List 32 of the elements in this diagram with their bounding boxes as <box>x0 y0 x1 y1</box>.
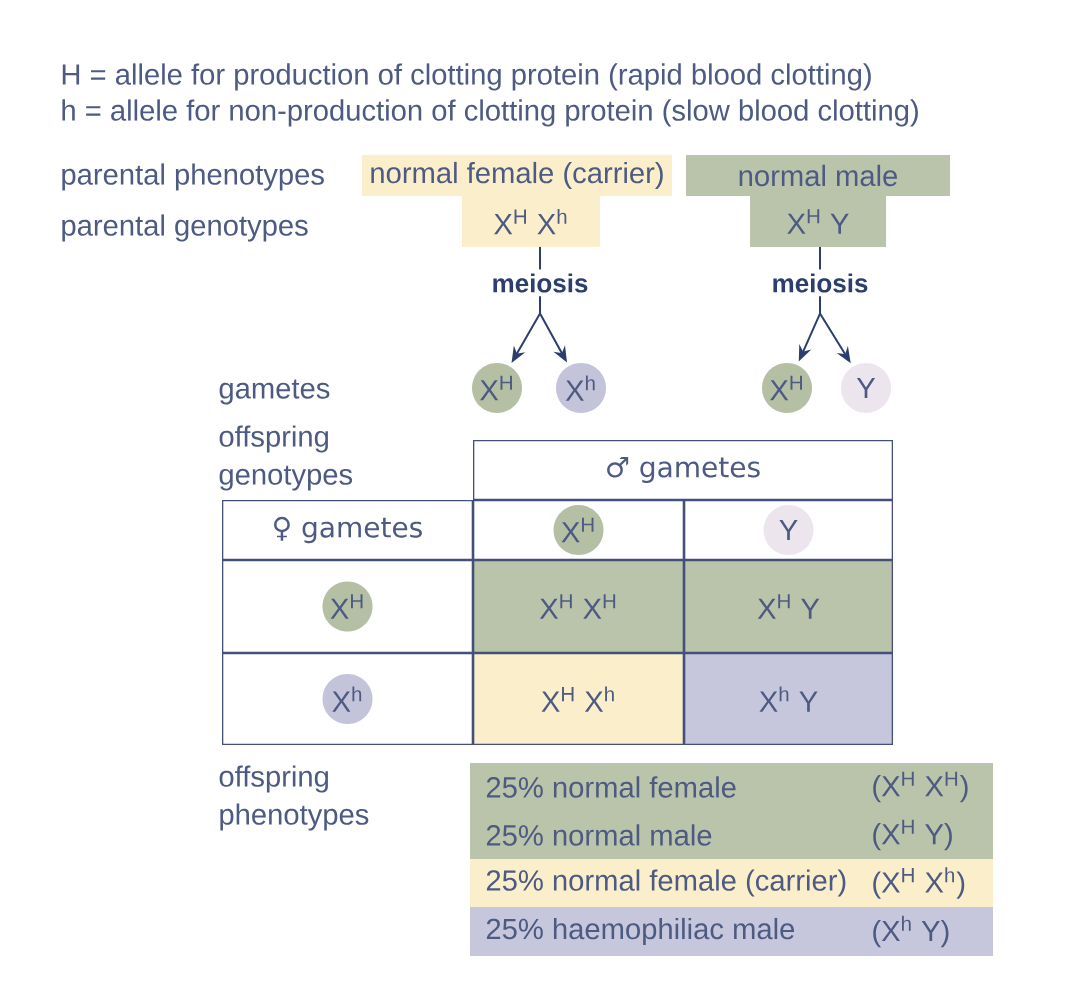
genotype-cell: X$^{H}$ X$^{h}$ <box>473 653 684 745</box>
genotype-box: X$^{H}$ X$^{h}$ <box>462 196 600 247</box>
phenotype-text: 25% haemophiliac male <box>486 917 795 946</box>
node-label: X$^{H}$ Y <box>787 209 849 234</box>
phenotype-box: normal female (carrier) <box>362 155 672 196</box>
key-text: h = allele for non-production of clotting protein (slow blood clotting) <box>62 99 918 127</box>
phenotype-text: 25% normal male <box>486 824 712 846</box>
row-label: parental genotypes <box>62 214 308 242</box>
table-cell <box>222 653 473 745</box>
node-label: X$^{H}$ X$^{h}$ <box>494 208 567 235</box>
genotype-text: (X$^{H}$ X$^{h}$) <box>873 867 965 899</box>
genotype-text: (X$^{H}$ Y) <box>873 819 952 851</box>
phenotype-box: normal male <box>686 155 950 196</box>
phenotype-text: 25% normal female (carrier) <box>486 869 846 897</box>
key-text: H = allele for production of clotting protein (rapid blood clotting) <box>62 63 871 91</box>
node-label: normal male <box>739 164 897 187</box>
row-label: offspring phenotypes <box>219 765 369 831</box>
row-label: gametes <box>219 379 330 405</box>
connector-line <box>819 246 821 271</box>
row-label: parental phenotypes <box>62 163 324 191</box>
connector-line <box>539 246 541 271</box>
process-label: meiosis <box>493 273 588 293</box>
genotype-cell: X$^{H}$ X$^{H}$ <box>473 560 684 653</box>
genotype-cell: X$^{h}$ Y <box>684 653 893 745</box>
genotype-text: (X$^{h}$ Y) <box>873 915 949 948</box>
phenotype-text: 25% normal female <box>486 776 736 798</box>
header-cell: ♀ gametes <box>222 500 473 560</box>
process-label: meiosis <box>773 273 868 293</box>
genotype-box: X$^{H}$ Y <box>750 196 886 247</box>
genotype-cell: X$^{H}$ Y <box>684 560 893 653</box>
genotype-text: (X$^{H}$ X$^{H}$) <box>873 771 968 803</box>
table-cell <box>222 560 473 653</box>
